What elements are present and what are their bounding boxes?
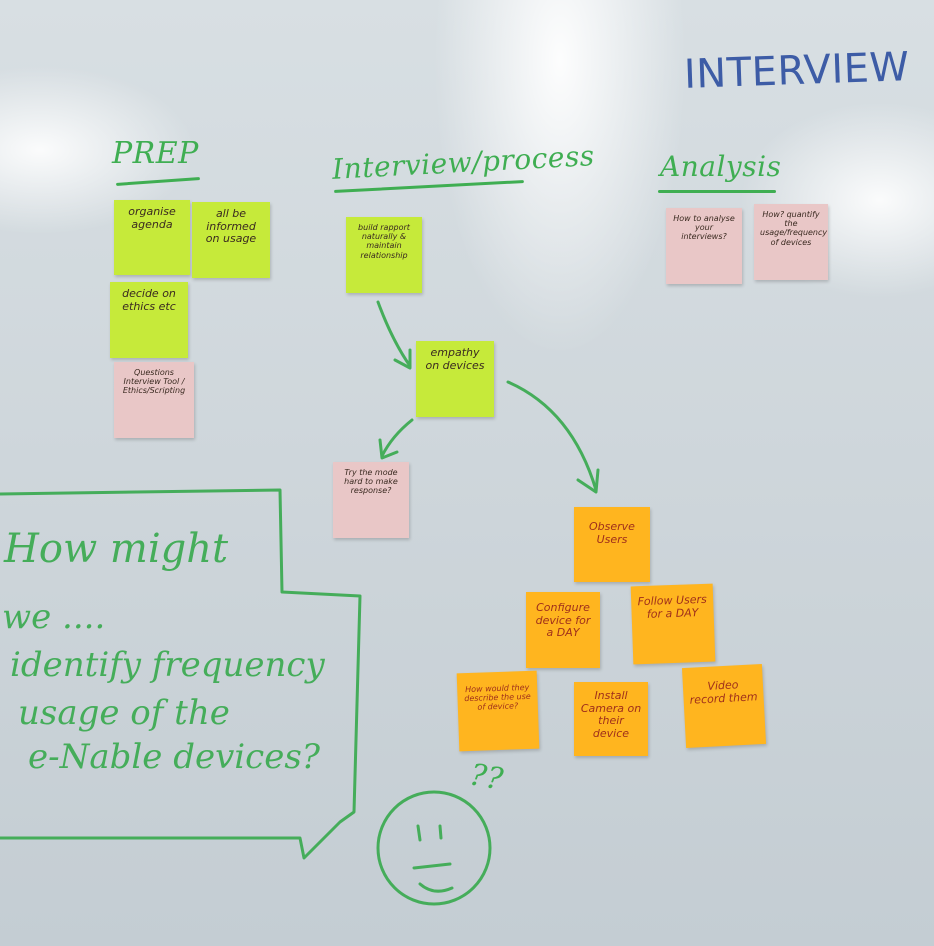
orange-note-configure-text: Configure device for a DAY (535, 601, 591, 640)
arrow-head-2 (378, 438, 399, 460)
arrow-rapport-to-empathy (376, 300, 412, 368)
prep-note-informed: all be informed on usage (192, 202, 270, 278)
process-note-rapport-text: build rapport naturally & maintain relat… (358, 223, 410, 260)
orange-note-observe: Observe Users (574, 507, 650, 582)
prep-heading: PREP (112, 136, 199, 171)
hmw-line-5: e-Nable devices? (28, 737, 321, 777)
analysis-heading: Analysis (660, 150, 782, 183)
hmw-line-3: identify frequency (10, 645, 325, 685)
process-note-empathy: empathy on devices (416, 341, 494, 417)
arrow-empathy-to-trymode (380, 418, 414, 458)
arrow-empathy-to-observe (506, 380, 598, 492)
doodle-question-marks: ?? (467, 757, 506, 798)
arrow-head-3 (576, 468, 600, 494)
orange-note-camera: Install Camera on their device (574, 682, 648, 756)
speech-bubble (0, 488, 362, 860)
analysis-note-analyse-text: How to analyse your interviews? (673, 214, 735, 242)
process-note-rapport: build rapport naturally & maintain relat… (346, 217, 422, 293)
prep-note-ethics-text: decide on ethics etc (122, 287, 176, 313)
orange-note-configure: Configure device for a DAY (526, 592, 600, 668)
prep-note-agenda: organise agenda (114, 200, 190, 275)
process-note-empathy-text: empathy on devices (425, 346, 485, 372)
process-note-try-mode: Try the mode hard to make response? (333, 462, 409, 538)
prep-note-questions-text: Questions Interview Tool / Ethics/Script… (122, 368, 186, 396)
analysis-note-quantify: How? quantify the usage/frequency of dev… (754, 204, 828, 280)
orange-note-observe-text: Observe Users (589, 520, 635, 546)
prep-note-informed-text: all be informed on usage (205, 207, 257, 246)
analysis-underline (658, 190, 776, 193)
arrow-head-1 (393, 348, 412, 370)
hmw-line-2: we .... (2, 597, 106, 637)
process-note-try-mode-text: Try the mode hard to make response? (344, 468, 398, 496)
prep-note-agenda-text: organise agenda (128, 205, 176, 231)
hmw-line-4: usage of the (18, 693, 230, 733)
orange-note-camera-text: Install Camera on their device (580, 689, 642, 740)
analysis-note-quantify-text: How? quantify the usage/frequency of dev… (760, 210, 828, 247)
analysis-note-analyse: How to analyse your interviews? (666, 208, 742, 284)
doodle-face (376, 790, 492, 906)
prep-note-ethics: decide on ethics etc (110, 282, 188, 358)
hmw-line-1: How might (4, 526, 229, 572)
prep-note-questions: Questions Interview Tool / Ethics/Script… (114, 362, 194, 438)
